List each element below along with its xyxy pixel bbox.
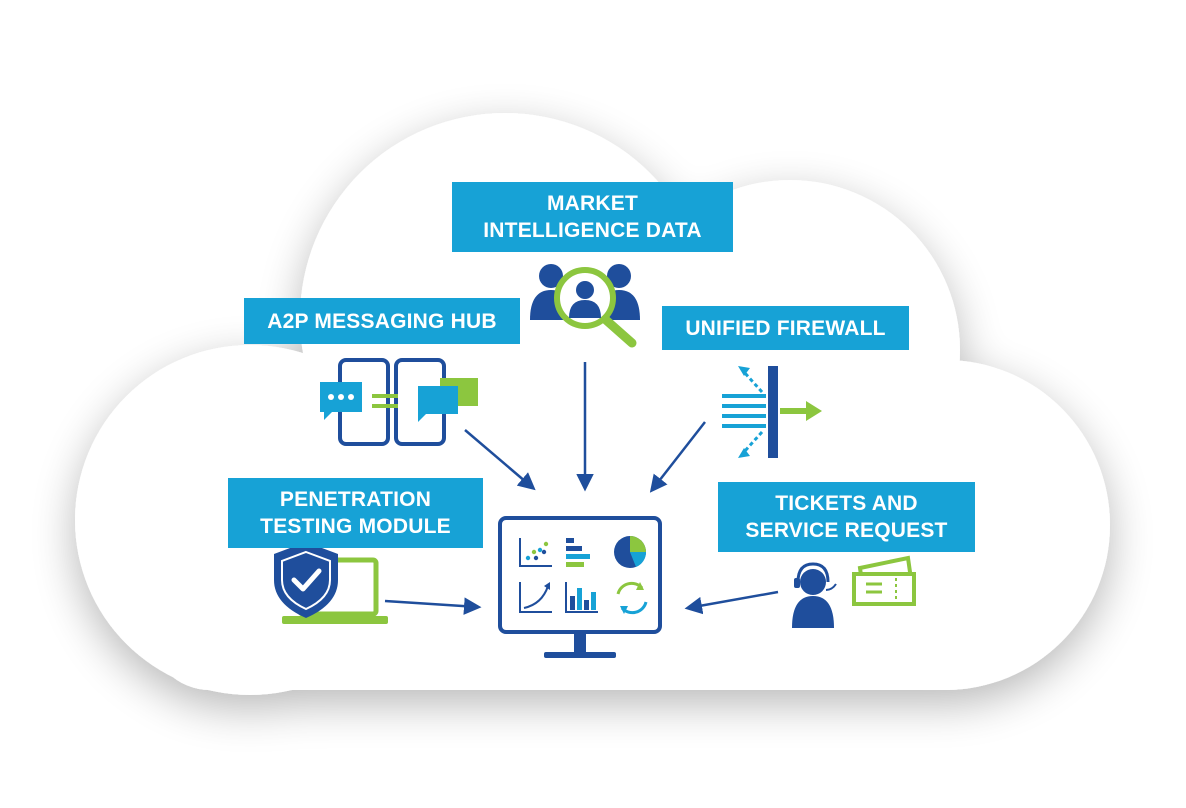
dashboard-monitor-icon (498, 516, 662, 658)
magnifier-people-icon (530, 264, 640, 348)
label-unified-firewall: UNIFIED FIREWALL (662, 306, 909, 350)
label-market-line1: MARKET (546, 192, 639, 215)
arrow-a2p-to-dashboard (464, 429, 536, 491)
label-market-line2: INTELLIGENCE DATA (483, 219, 702, 242)
label-market-intelligence: MARKET INTELLIGENCE DATA (452, 182, 733, 252)
agent-ticket-icon (792, 555, 916, 628)
shield-laptop-icon (274, 542, 388, 624)
label-tickets-line1: TICKETS AND (775, 492, 918, 515)
label-pentest-line2: TESTING MODULE (260, 515, 451, 538)
label-pentest-line1: PENETRATION (279, 488, 432, 511)
connector-arrows (384, 362, 779, 615)
arrow-firewall-to-dashboard (649, 421, 706, 493)
label-a2p-messaging-hub: A2P MESSAGING HUB (244, 298, 520, 344)
arrow-pentest-to-dashboard (384, 597, 482, 615)
label-penetration-testing: PENETRATION TESTING MODULE (228, 478, 483, 548)
label-tickets-line2: SERVICE REQUEST (745, 519, 948, 542)
firewall-icon (722, 366, 822, 458)
label-firewall-line1: UNIFIED FIREWALL (685, 316, 886, 340)
label-tickets-service-request: TICKETS AND SERVICE REQUEST (718, 482, 975, 552)
phones-chat-icon (320, 358, 478, 446)
label-a2p-line1: A2P MESSAGING HUB (267, 309, 497, 333)
arrow-tickets-to-dashboard (684, 590, 779, 615)
